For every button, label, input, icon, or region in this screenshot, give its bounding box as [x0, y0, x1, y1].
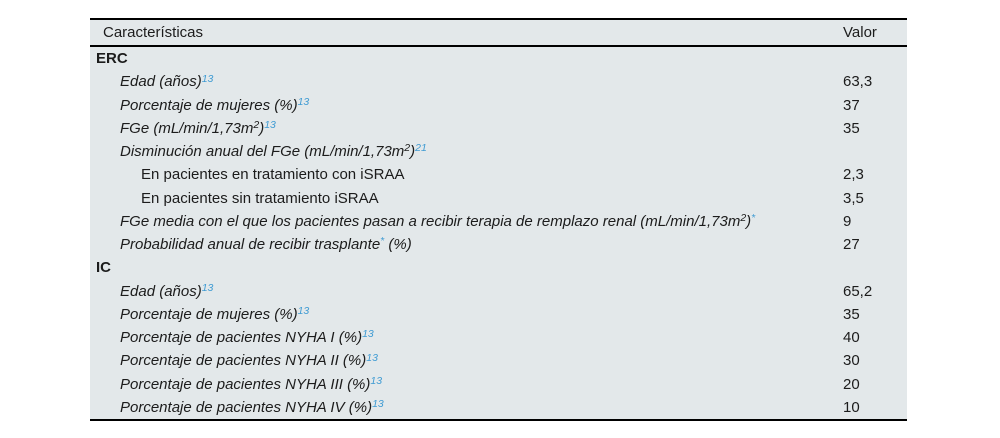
row-label: Porcentaje de pacientes NYHA II (%)13 — [90, 352, 843, 369]
row-value: 30 — [843, 352, 860, 370]
row-value: 2,3 — [843, 166, 864, 184]
citation-link[interactable]: 13 — [297, 95, 310, 108]
label-text: ) — [410, 143, 416, 161]
table-row: FGe (mL/min/1,73m2)13 35 — [90, 117, 907, 140]
column-header-valor: Valor — [843, 24, 877, 41]
table-row: Porcentaje de pacientes NYHA I (%)13 40 — [90, 326, 907, 349]
table-row: En pacientes sin tratamiento iSRAA 3,5 — [90, 187, 907, 210]
table-row: Probabilidad anual de recibir trasplante… — [90, 233, 907, 256]
row-label: Edad (años)13 — [90, 283, 843, 300]
row-label: IC — [90, 259, 843, 276]
row-value: 3,5 — [843, 189, 864, 207]
label-text: Disminución anual del FGe (mL/min/1,73m — [120, 143, 405, 161]
table-row: En pacientes en tratamiento con iSRAA 2,… — [90, 163, 907, 186]
row-label: Porcentaje de mujeres (%)13 — [90, 306, 843, 323]
label-text: (%) — [384, 236, 412, 254]
label-text: En pacientes en tratamiento con iSRAA — [141, 166, 405, 184]
row-label: FGe media con el que los pacientes pasan… — [90, 213, 843, 230]
row-label: FGe (mL/min/1,73m2)13 — [90, 120, 843, 137]
row-value: 35 — [843, 119, 860, 137]
label-text: Porcentaje de pacientes NYHA I (%) — [120, 329, 363, 347]
superscript: 2 — [404, 142, 411, 155]
citation-link[interactable]: 13 — [362, 328, 374, 341]
row-value: 9 — [843, 212, 852, 230]
row-value: 27 — [843, 236, 860, 254]
table-row: FGe media con el que los pacientes pasan… — [90, 210, 907, 233]
label-text: Edad (años) — [120, 282, 202, 300]
row-label: Porcentaje de pacientes NYHA III (%)13 — [90, 376, 843, 393]
citation-link[interactable]: 13 — [372, 398, 384, 411]
row-value: 37 — [843, 96, 860, 114]
table-row: Porcentaje de pacientes NYHA III (%)13 2… — [90, 373, 907, 396]
row-value: 40 — [843, 329, 860, 347]
table-row: IC — [90, 256, 907, 279]
label-text: IC — [96, 259, 111, 277]
row-label: ERC — [90, 50, 843, 67]
citation-link[interactable]: 13 — [297, 305, 310, 318]
label-text: En pacientes sin tratamiento iSRAA — [141, 189, 379, 207]
label-text: FGe (mL/min/1,73m — [120, 119, 254, 137]
label-text: FGe media con el que los pacientes pasan… — [120, 212, 741, 230]
label-text: Porcentaje de pacientes NYHA III (%) — [120, 375, 371, 393]
row-value: 35 — [843, 305, 860, 323]
table-row: Edad (años)13 63,3 — [90, 70, 907, 93]
table-row: Porcentaje de mujeres (%)13 37 — [90, 94, 907, 117]
row-label: En pacientes en tratamiento con iSRAA — [90, 166, 843, 183]
citation-link[interactable]: 21 — [415, 142, 427, 155]
row-label: Edad (años)13 — [90, 73, 843, 90]
superscript: 2 — [740, 212, 747, 225]
row-value: 65,2 — [843, 282, 873, 300]
table-header: Características Valor — [90, 20, 907, 47]
table-row: Porcentaje de pacientes NYHA II (%)13 30 — [90, 349, 907, 372]
label-text: Porcentaje de mujeres (%) — [120, 305, 298, 323]
row-label: Probabilidad anual de recibir trasplante… — [90, 236, 843, 253]
column-header-caracteristicas: Características — [103, 24, 204, 41]
table-row: Porcentaje de mujeres (%)13 35 — [90, 303, 907, 326]
table-row: Disminución anual del FGe (mL/min/1,73m2… — [90, 140, 907, 163]
label-text: Porcentaje de mujeres (%) — [120, 96, 298, 114]
superscript: 2 — [253, 119, 260, 132]
label-text: Probabilidad anual de recibir trasplante — [120, 236, 381, 254]
citation-link[interactable]: 13 — [264, 119, 276, 132]
label-text: Porcentaje de pacientes NYHA IV (%) — [120, 398, 373, 416]
label-text: ) — [746, 212, 752, 230]
label-text: ) — [259, 119, 265, 137]
table-row: ERC — [90, 47, 907, 70]
table-body: ERC Edad (años)13 63,3 Porcentaje de muj… — [90, 47, 907, 419]
row-value: 63,3 — [843, 73, 873, 91]
row-label: Disminución anual del FGe (mL/min/1,73m2… — [90, 143, 843, 160]
citation-link[interactable]: 13 — [201, 281, 214, 294]
footnote-link[interactable]: * — [380, 235, 385, 248]
row-label: En pacientes sin tratamiento iSRAA — [90, 190, 843, 207]
row-value: 10 — [843, 398, 860, 416]
citation-link[interactable]: 13 — [366, 351, 378, 364]
table-row: Porcentaje de pacientes NYHA IV (%)13 10 — [90, 396, 907, 419]
label-text: Edad (años) — [120, 73, 202, 91]
label-text: ERC — [96, 50, 128, 68]
citation-link[interactable]: 13 — [370, 374, 383, 387]
label-text: Porcentaje de pacientes NYHA II (%) — [120, 352, 367, 370]
footnote-link[interactable]: * — [751, 212, 756, 225]
table-row: Edad (años)13 65,2 — [90, 280, 907, 303]
row-label: Porcentaje de pacientes NYHA I (%)13 — [90, 329, 843, 346]
citation-link[interactable]: 13 — [201, 72, 214, 85]
row-label: Porcentaje de mujeres (%)13 — [90, 97, 843, 114]
characteristics-table: Características Valor ERC Edad (años)13 … — [90, 18, 907, 421]
row-label: Porcentaje de pacientes NYHA IV (%)13 — [90, 399, 843, 416]
row-value: 20 — [843, 375, 860, 393]
